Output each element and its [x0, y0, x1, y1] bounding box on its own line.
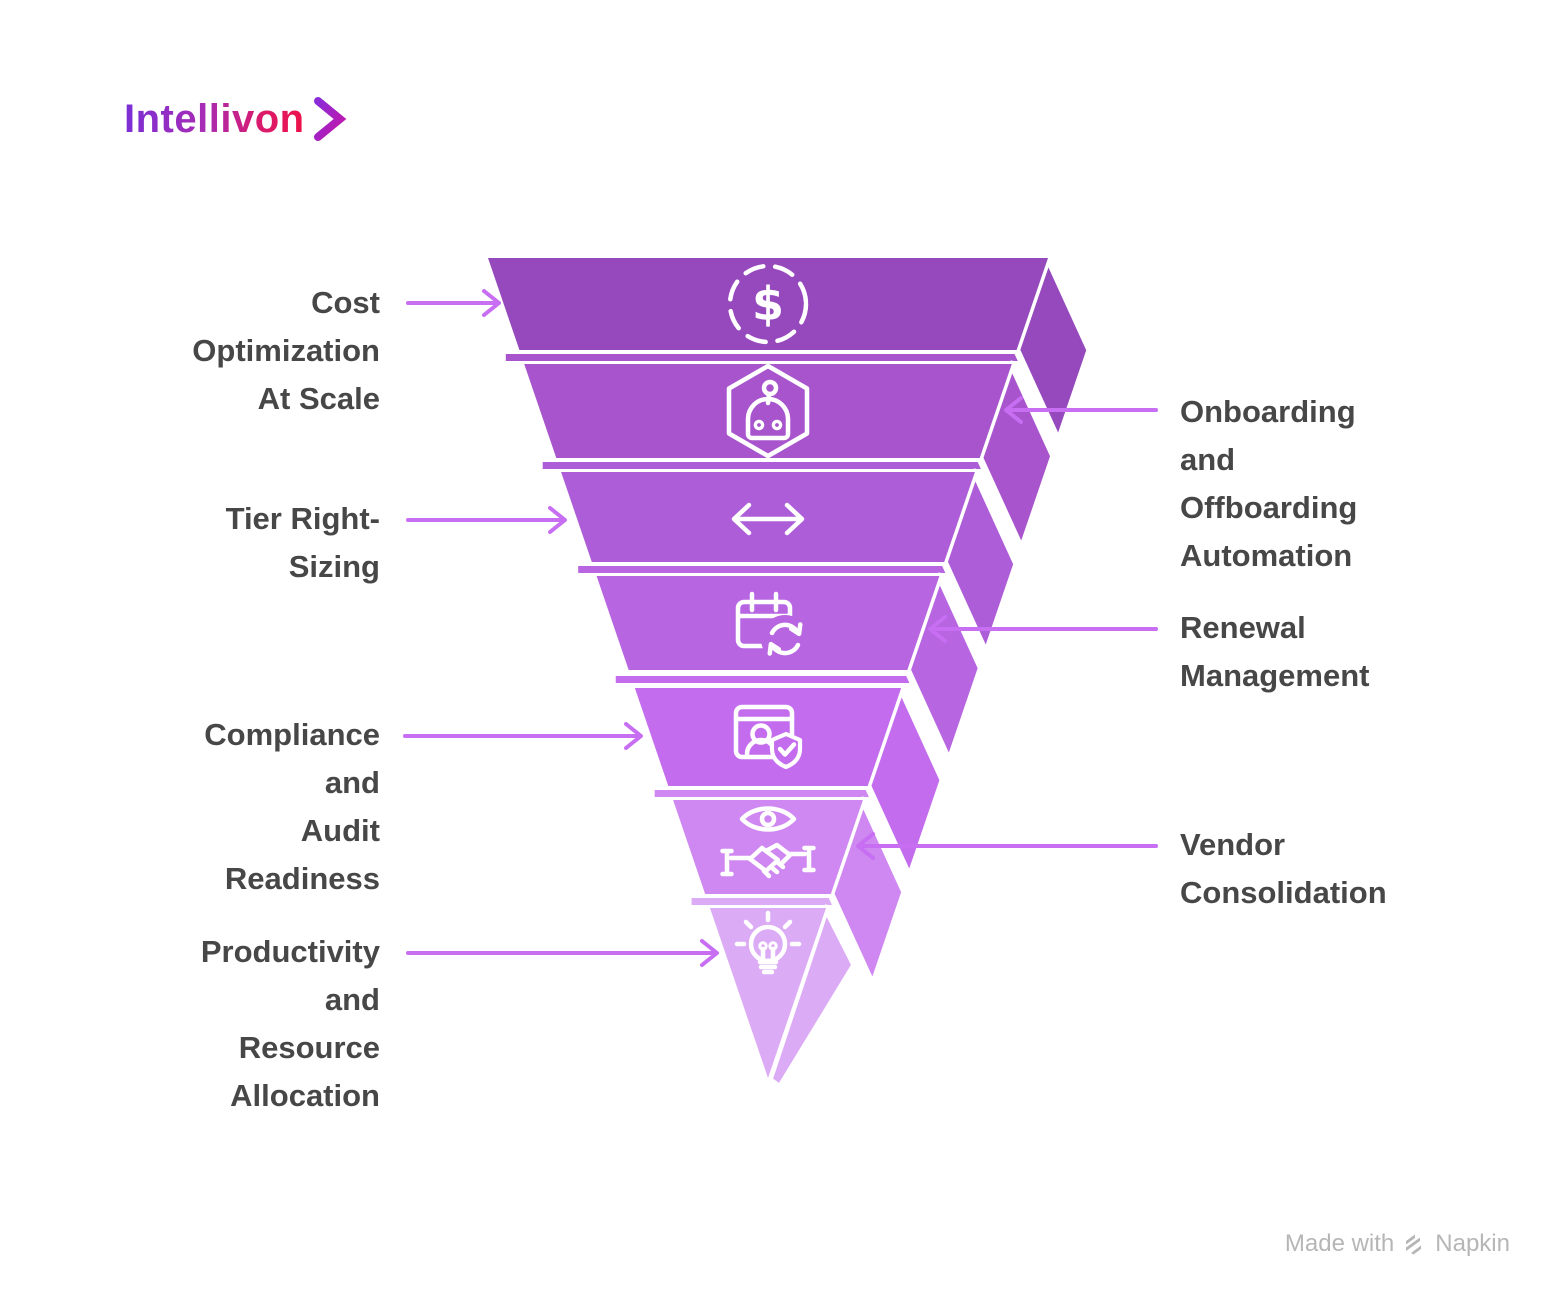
- brand-chevron-icon: [313, 97, 346, 141]
- funnel-level-lip: [615, 676, 931, 683]
- brand-logo-text: Intellivon: [124, 96, 305, 141]
- funnel-level-lip: [505, 354, 1041, 361]
- robot-icon: [726, 363, 810, 459]
- funnel-label-7: Productivity and Resource Allocation: [200, 934, 380, 1113]
- vendor-handshake-icon: [720, 806, 816, 879]
- funnel-level-front: [524, 364, 1012, 458]
- brand-logo: Intellivon: [124, 96, 347, 142]
- watermark-prefix: Made with: [1284, 1230, 1395, 1257]
- funnel-level-lip: [542, 462, 1004, 469]
- funnel-level-side: [765, 904, 859, 1092]
- funnel-level-front: [488, 258, 1048, 350]
- funnel-label-5: Compliance and Audit Readiness: [204, 717, 380, 896]
- funnel-level-front: [709, 908, 827, 1078]
- funnel-label-6: Vendor Consolidation: [1180, 827, 1387, 910]
- napkin-watermark: Made with Napkin: [1285, 1230, 1510, 1258]
- funnel-level-lip: [578, 566, 968, 573]
- funnel-label-1: Cost Optimization At Scale: [192, 285, 380, 416]
- funnel-label-3: Tier Right- Sizing: [225, 501, 380, 584]
- svg-text:$: $: [752, 277, 784, 331]
- connector-arrow: [406, 289, 501, 317]
- resize-arrows-icon: [731, 502, 805, 536]
- connector-arrow: [403, 722, 643, 750]
- connector-arrow: [406, 506, 567, 534]
- lightbulb-icon: [734, 910, 802, 975]
- napkin-logo-icon: [1406, 1234, 1422, 1255]
- calendar-renewal-icon: [735, 591, 809, 663]
- funnel-level-side: [864, 684, 947, 882]
- connector-arrow: [1004, 396, 1158, 424]
- funnel-level-lip: [654, 790, 892, 797]
- watermark-brand: Napkin: [1435, 1230, 1510, 1257]
- funnel-label-4: Renewal Management: [1180, 610, 1370, 693]
- funnel-label-2: Onboarding and Offboarding Automation: [1180, 394, 1358, 573]
- connector-arrow: [928, 615, 1158, 643]
- connector-arrow: [406, 939, 719, 967]
- connector-arrow: [856, 832, 1158, 860]
- dollar-circle-icon: $: [727, 263, 809, 345]
- funnel-level-lip: [691, 898, 855, 905]
- audit-shield-icon: [733, 704, 803, 770]
